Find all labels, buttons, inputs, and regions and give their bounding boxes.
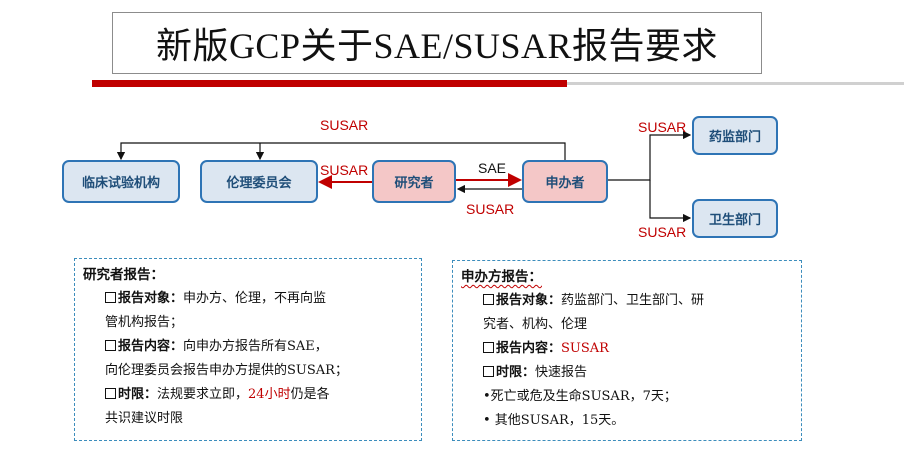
node-health-dept: 卫生部门 — [692, 199, 778, 238]
sponsor-content-row: 报告内容：SUSAR — [461, 337, 793, 361]
checkbox-icon — [105, 340, 116, 351]
connector-top-susar — [116, 142, 566, 161]
edge-label-sponsor-inv: SUSAR — [466, 201, 515, 217]
investigator-content-text2: 向伦理委员会报告申办方提供的SUSAR； — [105, 363, 348, 378]
checkbox-icon — [105, 388, 116, 399]
node-ethics-committee: 伦理委员会 — [200, 160, 318, 203]
sponsor-obj-row: 报告对象：药监部门、卫生部门、研 — [461, 289, 793, 313]
edge-label-top-susar: SUSAR — [320, 117, 369, 133]
sponsor-obj-text1: 药监部门、卫生部门、研 — [561, 293, 705, 308]
sponsor-bullet-1: •死亡或危及生命SUSAR，7天； — [483, 389, 677, 404]
title-underline-grey — [567, 82, 904, 85]
edge-label-health: SUSAR — [638, 224, 687, 240]
node-sponsor: 申办者 — [522, 160, 608, 203]
title-underline-red — [92, 80, 567, 87]
edge-label-sae: SAE — [478, 160, 507, 176]
checkbox-icon — [483, 294, 494, 305]
sponsor-obj-text2: 究者、机构、伦理 — [483, 317, 588, 332]
checkbox-icon — [483, 366, 494, 377]
investigator-time-red: 24小时 — [248, 387, 291, 402]
investigator-content-row: 报告内容：向申办方报告所有SAE， — [83, 335, 413, 359]
investigator-content-text1: 向申办方报告所有SAE， — [183, 339, 328, 354]
investigator-panel-header: 研究者报告： — [83, 267, 164, 283]
investigator-content-label: 报告内容： — [118, 339, 184, 354]
title-box: 新版GCP关于SAE/SUSAR报告要求 — [112, 12, 762, 74]
sponsor-panel-header: 申办方报告： — [461, 269, 542, 285]
sponsor-time-label: 时限： — [496, 365, 536, 380]
sponsor-report-panel: 申办方报告： 报告对象：药监部门、卫生部门、研 究者、机构、伦理 报告内容：SU… — [452, 260, 802, 441]
edge-label-inv-ethics: SUSAR — [320, 162, 369, 178]
sponsor-panel-header-row: 申办方报告： — [461, 265, 793, 289]
sponsor-content-label: 报告内容： — [496, 341, 562, 356]
investigator-report-panel: 研究者报告： 报告对象：申办方、伦理，不再向监 管机构报告； 报告内容：向申办方… — [74, 258, 422, 441]
investigator-time-row: 时限：法规要求立即，24小时仍是各 — [83, 383, 413, 407]
node-investigator: 研究者 — [372, 160, 456, 203]
sponsor-obj-label: 报告对象： — [496, 293, 562, 308]
investigator-time-post: 仍是各 — [290, 387, 330, 402]
edge-label-drug-reg: SUSAR — [638, 119, 687, 135]
investigator-time-label: 时限： — [118, 387, 158, 402]
sponsor-time-text: 快速报告 — [535, 365, 588, 380]
investigator-obj-label: 报告对象： — [118, 291, 184, 306]
connector-to-drug-reg — [608, 130, 692, 181]
connector-to-health — [649, 180, 692, 223]
sponsor-content-red: SUSAR — [561, 341, 609, 356]
sponsor-time-row: 时限：快速报告 — [461, 361, 793, 385]
checkbox-icon — [483, 342, 494, 353]
investigator-time-text2: 共识建议时限 — [105, 411, 184, 426]
investigator-obj-row: 报告对象：申办方、伦理，不再向监 — [83, 287, 413, 311]
investigator-obj-text1: 申办方、伦理，不再向监 — [183, 291, 327, 306]
node-clinical-institution: 临床试验机构 — [62, 160, 180, 203]
checkbox-icon — [105, 292, 116, 303]
sponsor-bullet-2: • 其他SUSAR，15天。 — [483, 413, 625, 428]
node-drug-regulatory: 药监部门 — [692, 116, 778, 155]
investigator-time-pre: 法规要求立即， — [157, 387, 249, 402]
page-title: 新版GCP关于SAE/SUSAR报告要求 — [155, 26, 719, 66]
investigator-obj-text2: 管机构报告； — [105, 315, 184, 330]
